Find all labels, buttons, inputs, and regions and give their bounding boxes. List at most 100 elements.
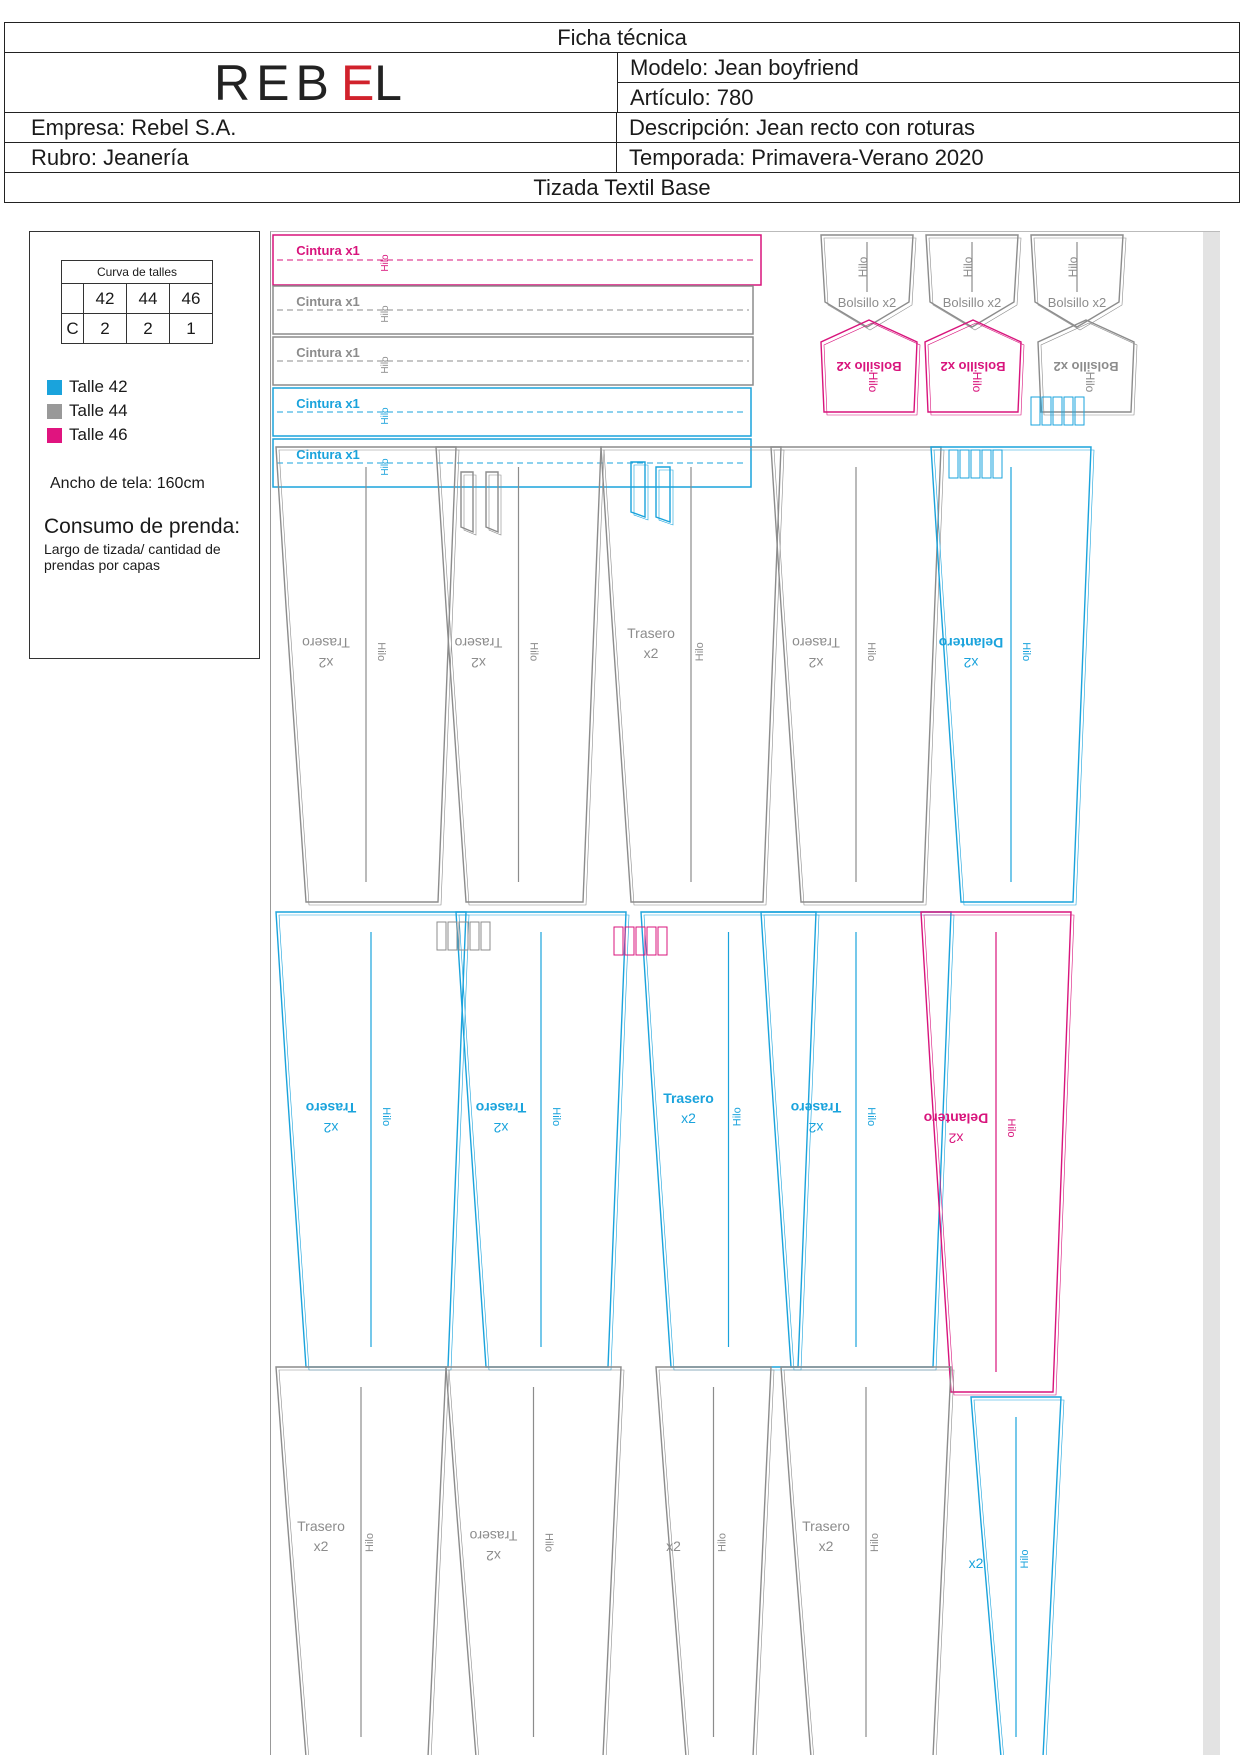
belt-loop-piece: [970, 449, 981, 479]
piece-label: x2: [681, 1110, 696, 1126]
descripcion-field: Descripción: Jean recto con roturas: [629, 115, 976, 140]
fabric-width: Ancho de tela: 160cm: [50, 475, 205, 492]
trasero-piece: [275, 1366, 447, 1755]
trasero-piece: [445, 1366, 622, 1755]
belt-loop-piece: [1052, 396, 1063, 426]
trasero-piece: [600, 446, 782, 903]
grain-label: Hilo: [869, 1533, 881, 1552]
grain-label: Hilo: [380, 1107, 392, 1126]
grain-label: Hilo: [970, 372, 984, 393]
grain-label: Hilo: [865, 642, 877, 661]
fly-piece: [630, 461, 646, 518]
curve-title: Curva de talles: [61, 260, 213, 284]
header-table: Ficha técnica REBƎL Modelo: Jean boyfrie…: [4, 22, 1240, 203]
size-qty: 2: [126, 313, 170, 344]
belt-loop-piece: [635, 926, 646, 956]
pocket-label: Bolsillo x2: [836, 359, 901, 374]
grain-label: Hilo: [1005, 1119, 1017, 1138]
delantero-piece: [920, 911, 1072, 1393]
waistband-piece: [272, 438, 752, 488]
pocket-piece: [820, 234, 914, 328]
belt-loop-piece: [447, 921, 458, 951]
pocket-label: Bolsillo x2: [943, 295, 1002, 310]
sheet-title: Ficha técnica: [557, 25, 687, 50]
piece-label: x2: [471, 655, 486, 671]
delantero-piece: [970, 1396, 1062, 1755]
piece-label: x2: [318, 655, 333, 671]
grain-label: Hilo: [380, 407, 391, 425]
waistband-label: Cintura x1: [296, 345, 360, 360]
grain-label: Hilo: [1019, 1550, 1031, 1569]
grain-label: Hilo: [866, 372, 880, 393]
belt-loop-piece: [959, 449, 970, 479]
swatch-icon: [47, 403, 62, 419]
fly-piece: [460, 471, 474, 534]
piece-label: Trasero: [802, 1518, 850, 1534]
fly-piece: [485, 471, 499, 534]
pocket-label: Bolsillo x2: [940, 359, 1005, 374]
belt-loop-piece: [646, 926, 657, 956]
belt-loop-piece: [981, 449, 992, 479]
size-curve-table: Curva de talles 42 44 46 C 2 2 1: [61, 260, 213, 344]
marker-subtitle: Tizada Textil Base: [533, 175, 711, 200]
waistband-piece: [272, 336, 754, 386]
pocket-label: Bolsillo x2: [1053, 359, 1118, 374]
belt-loop-piece: [1030, 396, 1041, 426]
legend-item-44: Talle 44: [47, 401, 128, 421]
piece-label: x2: [493, 1120, 508, 1136]
pocket-label: Bolsillo x2: [838, 295, 897, 310]
piece-label: x2: [486, 1548, 501, 1564]
piece-label: Trasero: [469, 1528, 517, 1544]
swatch-icon: [47, 379, 62, 395]
piece-label: x2: [808, 655, 823, 671]
selvage-edge: [1203, 232, 1220, 1755]
piece-label: x2: [666, 1538, 681, 1554]
piece-label: x2: [963, 655, 978, 671]
pocket-piece: [924, 319, 1022, 413]
waistband-label: Cintura x1: [296, 447, 360, 462]
legend-item-46: Talle 46: [47, 425, 128, 445]
grain-label: Hilo: [375, 642, 387, 661]
grain-label: Hilo: [380, 356, 391, 374]
waistband-piece: [272, 285, 754, 335]
piece-label: Trasero: [297, 1518, 345, 1534]
trasero-piece: [275, 446, 457, 903]
grain-label: Hilo: [1020, 642, 1032, 661]
delantero-piece: [930, 446, 1092, 903]
piece-label: x2: [808, 1120, 823, 1136]
pocket-piece: [1030, 234, 1124, 328]
waistband-piece: [272, 387, 752, 437]
belt-loop-piece: [1074, 396, 1085, 426]
grain-label: Hilo: [380, 458, 391, 476]
grain-label: Hilo: [528, 642, 540, 661]
grain-label: Hilo: [380, 305, 391, 323]
trasero-piece: [770, 446, 942, 903]
size-qty: 2: [83, 313, 127, 344]
row-label: C: [61, 313, 84, 344]
piece-label: x2: [644, 645, 659, 661]
grain-label: Hilo: [1083, 372, 1097, 393]
temporada-field: Temporada: Primavera-Verano 2020: [629, 145, 984, 170]
trasero-piece: [435, 446, 602, 903]
legend-item-42: Talle 42: [47, 377, 128, 397]
piece-label: Delantero: [924, 1111, 989, 1127]
belt-loop-piece: [436, 921, 447, 951]
piece-label: Trasero: [791, 1100, 842, 1116]
waistband-label: Cintura x1: [296, 243, 360, 258]
waistband-piece: [272, 234, 762, 286]
belt-loop-piece: [613, 926, 624, 956]
grain-label: Hilo: [1066, 256, 1080, 277]
belt-loop-piece: [480, 921, 491, 951]
belt-loop-piece: [458, 921, 469, 951]
size-qty: 1: [169, 313, 213, 344]
size-header: 44: [126, 283, 170, 314]
info-panel: Curva de talles 42 44 46 C 2 2 1 Talle 4…: [29, 231, 260, 659]
pocket-piece: [1037, 319, 1135, 413]
swatch-icon: [47, 427, 62, 443]
size-header: 42: [83, 283, 127, 314]
belt-loop-piece: [992, 449, 1003, 479]
grain-label: Hilo: [550, 1107, 562, 1126]
belt-loop-piece: [1041, 396, 1052, 426]
waistband-label: Cintura x1: [296, 294, 360, 309]
